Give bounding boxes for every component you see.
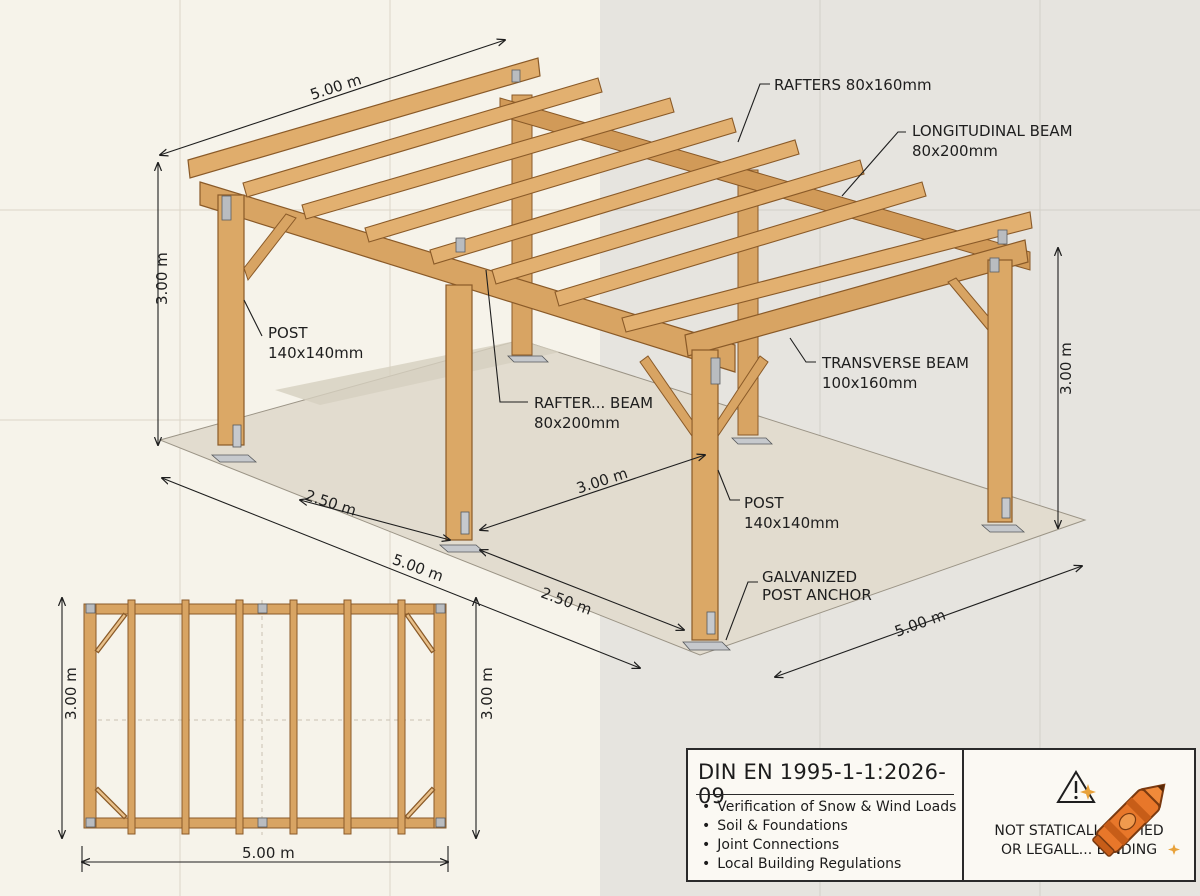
dim-right-height: 3.00 m <box>1057 342 1075 395</box>
steel-brackets <box>221 69 1008 385</box>
label-rafter-beam-size: 80x200mm <box>534 414 620 432</box>
label-post-front-size: 140x140mm <box>744 514 839 532</box>
label-longitudinal-beam-size: 80x200mm <box>912 142 998 160</box>
dim-left-height: 3.00 m <box>153 252 171 305</box>
standard-reference: DIN EN 1995-1-1:2026-09 <box>698 760 947 808</box>
right-transverse-beam <box>684 239 1029 357</box>
checklist-item: Local Building Regulations <box>702 855 956 874</box>
checklist-item: Joint Connections <box>702 836 956 855</box>
front-longitudinal-beam <box>199 181 736 373</box>
label-rafters: RAFTERS 80x160mm <box>774 76 932 94</box>
label-post-left-size: 140x140mm <box>268 344 363 362</box>
label-anchor-line2: POST ANCHOR <box>762 586 872 604</box>
crayon-icon <box>1080 783 1180 857</box>
title-block-divider <box>696 794 954 795</box>
label-post-left-name: POST <box>268 324 308 342</box>
label-rafter-beam-name: RAFTER... BEAM <box>534 394 653 412</box>
plan-dim-depth-right: 3.00 m <box>478 667 496 720</box>
knee-braces <box>243 213 989 438</box>
warning-triangle-icon <box>1056 770 1096 803</box>
title-block-warning-cell: NOT STATICALL... TIFIED OR LEGALL... BIN… <box>964 750 1194 880</box>
rafters <box>242 77 1033 333</box>
verification-checklist: Verification of Snow & Wind Loads Soil &… <box>702 798 956 874</box>
label-transverse-beam-size: 100x160mm <box>822 374 917 392</box>
title-block: DIN EN 1995-1-1:2026-09 Verification of … <box>686 748 1196 882</box>
label-longitudinal-beam-name: LONGITUDINAL BEAM <box>912 122 1073 140</box>
plan-dim-depth-left: 3.00 m <box>62 667 80 720</box>
checklist-item: Soil & Foundations <box>702 817 956 836</box>
leader-lines <box>243 83 906 641</box>
label-transverse-beam-name: TRANSVERSE BEAM <box>821 354 969 372</box>
label-post-front-name: POST <box>744 494 784 512</box>
plan-view <box>62 598 476 872</box>
paving-strip <box>275 340 560 405</box>
label-anchor-line1: GALVANIZED <box>762 568 857 586</box>
dimension-lines <box>158 40 1082 677</box>
title-block-standard-cell: DIN EN 1995-1-1:2026-09 Verification of … <box>688 750 964 880</box>
checklist-item: Verification of Snow & Wind Loads <box>702 798 956 817</box>
plan-dim-width: 5.00 m <box>242 844 295 862</box>
dim-top-length: 5.00 m <box>308 70 364 103</box>
